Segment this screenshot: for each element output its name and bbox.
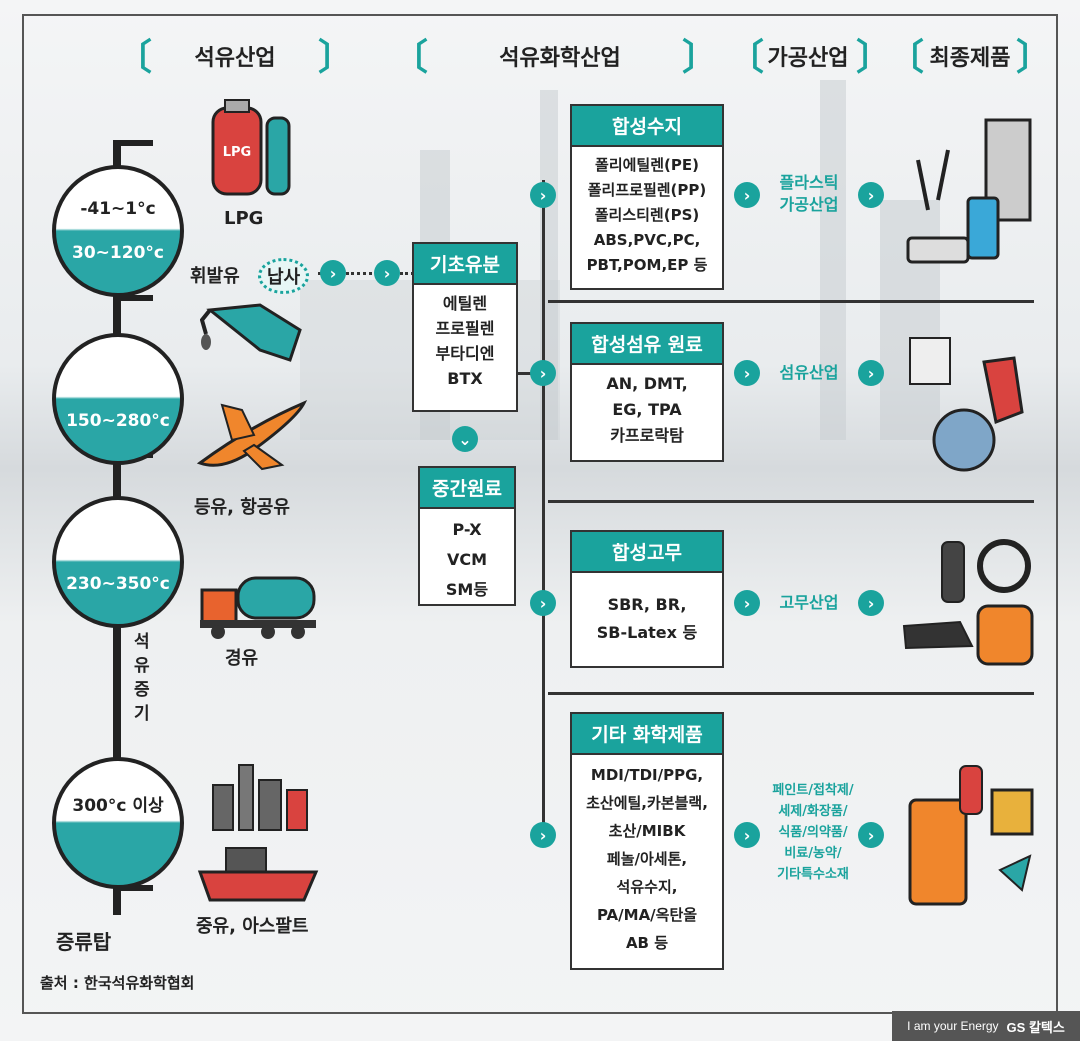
ship-icon: [196, 840, 321, 908]
basic-item: BTX: [447, 369, 483, 388]
industry-other: 페인트/접착제/ 세제/화장품/ 식품/의약품/ 비료/농약/ 기타특수소재: [772, 783, 854, 882]
arrow-naphtha-1-icon: ›: [320, 260, 346, 286]
group-title: 합성섬유 원료: [572, 324, 722, 365]
group-box-rubber: 합성고무 SBR, BR, SB-Latex 등: [570, 530, 724, 668]
rubber-products-icon: [900, 536, 1036, 670]
tank-lpg: -41~1°c 30~120°c: [52, 165, 184, 297]
group-item: 폴리스티렌(PS): [594, 206, 700, 224]
header-petrochemical: 석유화학산업: [499, 46, 621, 71]
group-item: 폴리프로필렌(PP): [587, 181, 707, 199]
intermediate-item: P-X: [452, 520, 482, 539]
airplane-icon: [192, 385, 312, 480]
appliances-icon: [898, 110, 1038, 270]
industry-plastic: 플라스틱 가공산업: [779, 173, 839, 214]
refinery-icon: [205, 760, 315, 835]
arrow-naphtha-2-icon: ›: [374, 260, 400, 286]
group-item: SB-Latex 등: [596, 623, 698, 642]
header-final: 최종제품: [929, 46, 1011, 71]
svg-text:LPG: LPG: [223, 145, 251, 160]
brand-tagline: I am your Energy: [907, 1019, 999, 1033]
arrow-fiber-icon: ›: [530, 360, 556, 386]
fuel-nozzle-icon: [200, 290, 310, 370]
tank-diesel: 230~350°c: [52, 496, 184, 628]
group-item: ABS,PVC,PC,: [593, 231, 701, 249]
label-naphtha-prefix: 휘발유: [190, 266, 240, 287]
branch-line: [542, 180, 545, 834]
source-note: 출처 : 한국석유화학협회: [40, 974, 195, 992]
tank-kerosene: 150~280°c: [52, 333, 184, 465]
group-item: 페놀/아세톤,: [606, 850, 688, 868]
group-title: 합성고무: [572, 532, 722, 573]
arrow-final-3-icon: ›: [858, 590, 884, 616]
group-item: AB 등: [625, 934, 669, 952]
header-processing: 가공산업: [767, 46, 849, 71]
arrow-final-2-icon: ›: [858, 360, 884, 386]
group-box-resin: 합성수지 폴리에틸렌(PE) 폴리프로필렌(PP) 폴리스티렌(PS) ABS,…: [570, 104, 724, 290]
group-item: MDI/TDI/PPG,: [590, 766, 704, 784]
tank-heavy: 300°c 이상: [52, 757, 184, 889]
intermediate-item: VCM: [446, 550, 488, 569]
arrow-down-icon: ⌄: [452, 426, 478, 452]
basic-fraction-box: 기초유분 에틸렌 프로필렌 부타디엔 BTX: [412, 242, 518, 412]
intermediate-item: SM등: [445, 580, 489, 599]
group-item: 석유수지,: [616, 878, 678, 896]
arrow-rubber-icon: ›: [530, 590, 556, 616]
arrow-industry-2-icon: ›: [734, 360, 760, 386]
intermediate-title: 중간원료: [420, 468, 514, 509]
chemicals-icon: [900, 760, 1040, 910]
group-item: AN, DMT,: [606, 374, 688, 393]
group-item: 초산/MIBK: [608, 822, 686, 840]
group-item: PA/MA/옥탄올: [596, 906, 698, 924]
basic-item: 프로필렌: [435, 319, 495, 338]
header-petroleum: 석유산업: [194, 46, 276, 71]
group-box-other: 기타 화학제품 MDI/TDI/PPG, 초산에틸,카본블랙, 초산/MIBK …: [570, 712, 724, 970]
arrow-industry-1-icon: ›: [734, 182, 760, 208]
basic-fraction-title: 기초유분: [414, 244, 516, 285]
label-diesel: 경유: [225, 648, 259, 669]
diagram-frame: [22, 14, 1058, 1014]
brand-logo: GS 칼텍스: [1006, 1019, 1065, 1035]
arrow-final-4-icon: ›: [858, 822, 884, 848]
group-item: 초산에틸,카본블랙,: [586, 794, 708, 812]
arrow-industry-3-icon: ›: [734, 590, 760, 616]
group-title: 기타 화학제품: [572, 714, 722, 755]
group-item: EG, TPA: [612, 400, 682, 419]
label-heavy: 중유, 아스팔트: [196, 916, 309, 937]
intermediate-box: 중간원료 P-X VCM SM등: [418, 466, 516, 606]
tower-name: 증류탑: [56, 930, 112, 954]
group-item: PBT,POM,EP 등: [586, 256, 708, 274]
group-title: 합성수지: [572, 106, 722, 147]
arrow-industry-4-icon: ›: [734, 822, 760, 848]
label-kerosene: 등유, 항공유: [194, 497, 290, 518]
basic-item: 에틸렌: [442, 294, 488, 313]
arrow-final-1-icon: ›: [858, 182, 884, 208]
brand-banner: I am your Energy GS 칼텍스: [892, 1011, 1080, 1041]
industry-rubber: 고무산업: [779, 593, 839, 612]
gas-cylinder-icon: LPG: [205, 98, 295, 200]
group-item: 폴리에틸렌(PE): [595, 156, 699, 174]
vertical-label-vapor: 석유증기: [134, 632, 150, 724]
group-item: 카프로락탐: [610, 426, 684, 445]
basic-item: 부타디엔: [435, 344, 495, 363]
group-item: SBR, BR,: [607, 595, 687, 614]
textiles-icon: [904, 332, 1034, 472]
tanker-truck-icon: [198, 570, 318, 640]
arrow-other-icon: ›: [530, 822, 556, 848]
label-lpg: LPG: [224, 208, 264, 229]
arrow-resin-icon: ›: [530, 182, 556, 208]
label-naphtha: 납사: [258, 258, 310, 294]
industry-fiber: 섬유산업: [779, 363, 839, 382]
group-box-fiber: 합성섬유 원료 AN, DMT, EG, TPA 카프로락탐: [570, 322, 724, 462]
